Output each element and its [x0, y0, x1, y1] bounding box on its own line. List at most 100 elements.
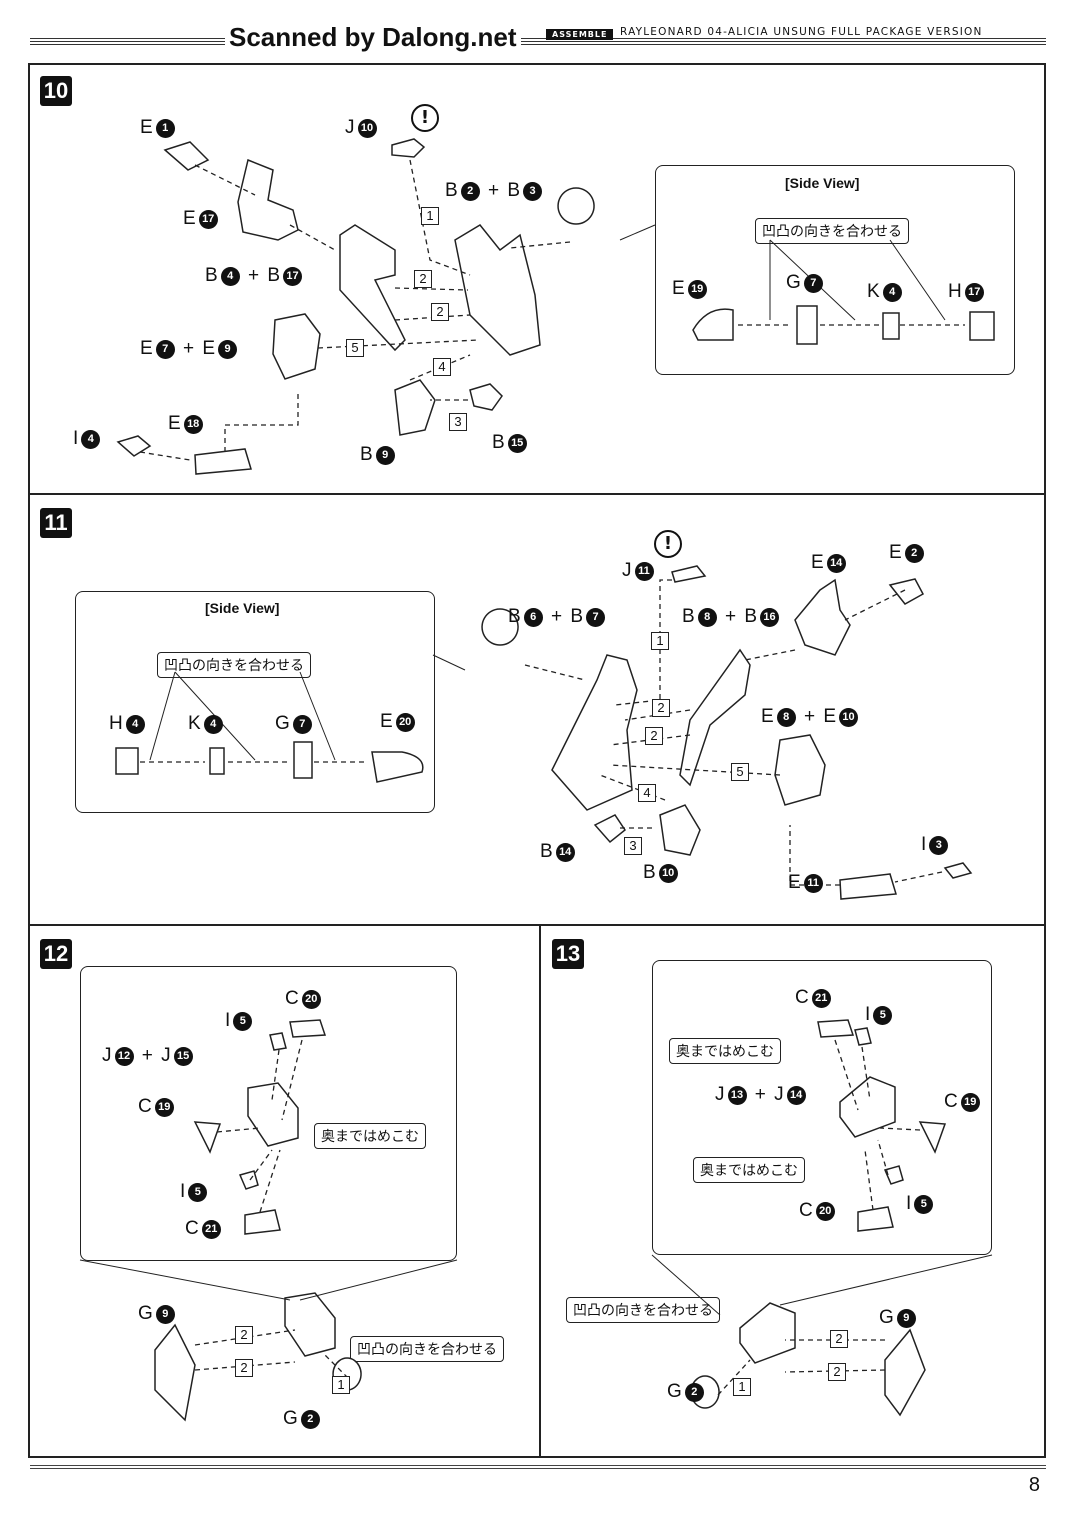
sv-e20 — [371, 751, 424, 783]
align-notch-note: 凹凸の向きを合わせる — [350, 1336, 504, 1362]
part-i5 — [269, 1032, 287, 1051]
part-i5b — [238, 1170, 259, 1190]
part-j10 — [391, 138, 426, 158]
caution-icon: ! — [411, 104, 439, 132]
part-e8-e10 — [774, 734, 826, 806]
part-round-cap-2 — [481, 608, 519, 646]
sv-h17 — [969, 311, 995, 341]
part-j12-j15 — [247, 1082, 299, 1147]
section-tag: ASSEMBLE — [546, 29, 614, 40]
step-number: 11 — [40, 508, 72, 538]
push-in-note: 奥まではめこむ — [314, 1123, 426, 1149]
part-c21 — [244, 1209, 281, 1235]
part-g9 — [884, 1328, 926, 1417]
part-j-assembly — [284, 1292, 336, 1357]
order-number: 5 — [731, 763, 749, 781]
part-b6-b7 — [551, 654, 638, 811]
part-e7-e9 — [272, 313, 321, 380]
part-c21 — [817, 1019, 855, 1038]
order-number: 1 — [733, 1378, 751, 1396]
order-number: 2 — [652, 699, 670, 717]
part-e2 — [888, 578, 925, 605]
align-notch-note: 凹凸の向きを合わせる — [157, 652, 311, 678]
part-b4-b17 — [339, 224, 406, 352]
part-b8-b16 — [679, 648, 751, 787]
footer-rule — [30, 1465, 1046, 1471]
order-number: 1 — [332, 1376, 350, 1394]
part-b15 — [469, 383, 503, 411]
order-number: 3 — [624, 837, 642, 855]
order-number: 2 — [431, 303, 449, 321]
push-in-note: 奥まではめこむ — [669, 1038, 781, 1064]
caution-icon: ! — [654, 530, 682, 558]
page-number: 8 — [1028, 1474, 1040, 1496]
sv-g7 — [796, 305, 818, 345]
step-number: 13 — [552, 939, 584, 969]
step-number: 10 — [40, 76, 72, 106]
part-c20 — [857, 1206, 894, 1232]
part-round-cap — [557, 187, 595, 225]
part-i5 — [854, 1027, 872, 1046]
part-g9 — [154, 1323, 196, 1422]
side-view-title: [Side View] — [785, 175, 860, 191]
part-i4 — [116, 435, 152, 457]
document-title: RAYLEONARD 04-ALICIA UNSUNG FULL PACKAGE… — [620, 26, 983, 38]
part-e11 — [839, 873, 897, 900]
header-rule — [30, 38, 1046, 48]
order-number: 5 — [346, 339, 364, 357]
part-e18 — [194, 448, 252, 475]
sv-g7 — [293, 741, 313, 779]
order-number: 1 — [421, 207, 439, 225]
part-b9 — [394, 379, 436, 436]
sv-k4 — [882, 312, 900, 340]
sv-k4 — [209, 747, 225, 775]
order-number: 2 — [235, 1326, 253, 1344]
part-e14 — [794, 578, 851, 656]
part-e17 — [237, 158, 299, 241]
part-e1 — [163, 141, 210, 171]
part-j11 — [671, 565, 707, 583]
order-number: 2 — [830, 1330, 848, 1348]
part-b2-b3 — [454, 224, 541, 356]
part-c19 — [918, 1121, 947, 1154]
part-c20 — [289, 1019, 327, 1038]
part-b14 — [593, 814, 627, 844]
order-number: 2 — [828, 1363, 846, 1381]
push-in-note: 奥まではめこむ — [693, 1157, 805, 1183]
part-i3 — [943, 862, 973, 879]
step-13-panel — [539, 924, 1046, 1458]
part-i5b — [883, 1165, 904, 1185]
order-number: 4 — [433, 358, 451, 376]
